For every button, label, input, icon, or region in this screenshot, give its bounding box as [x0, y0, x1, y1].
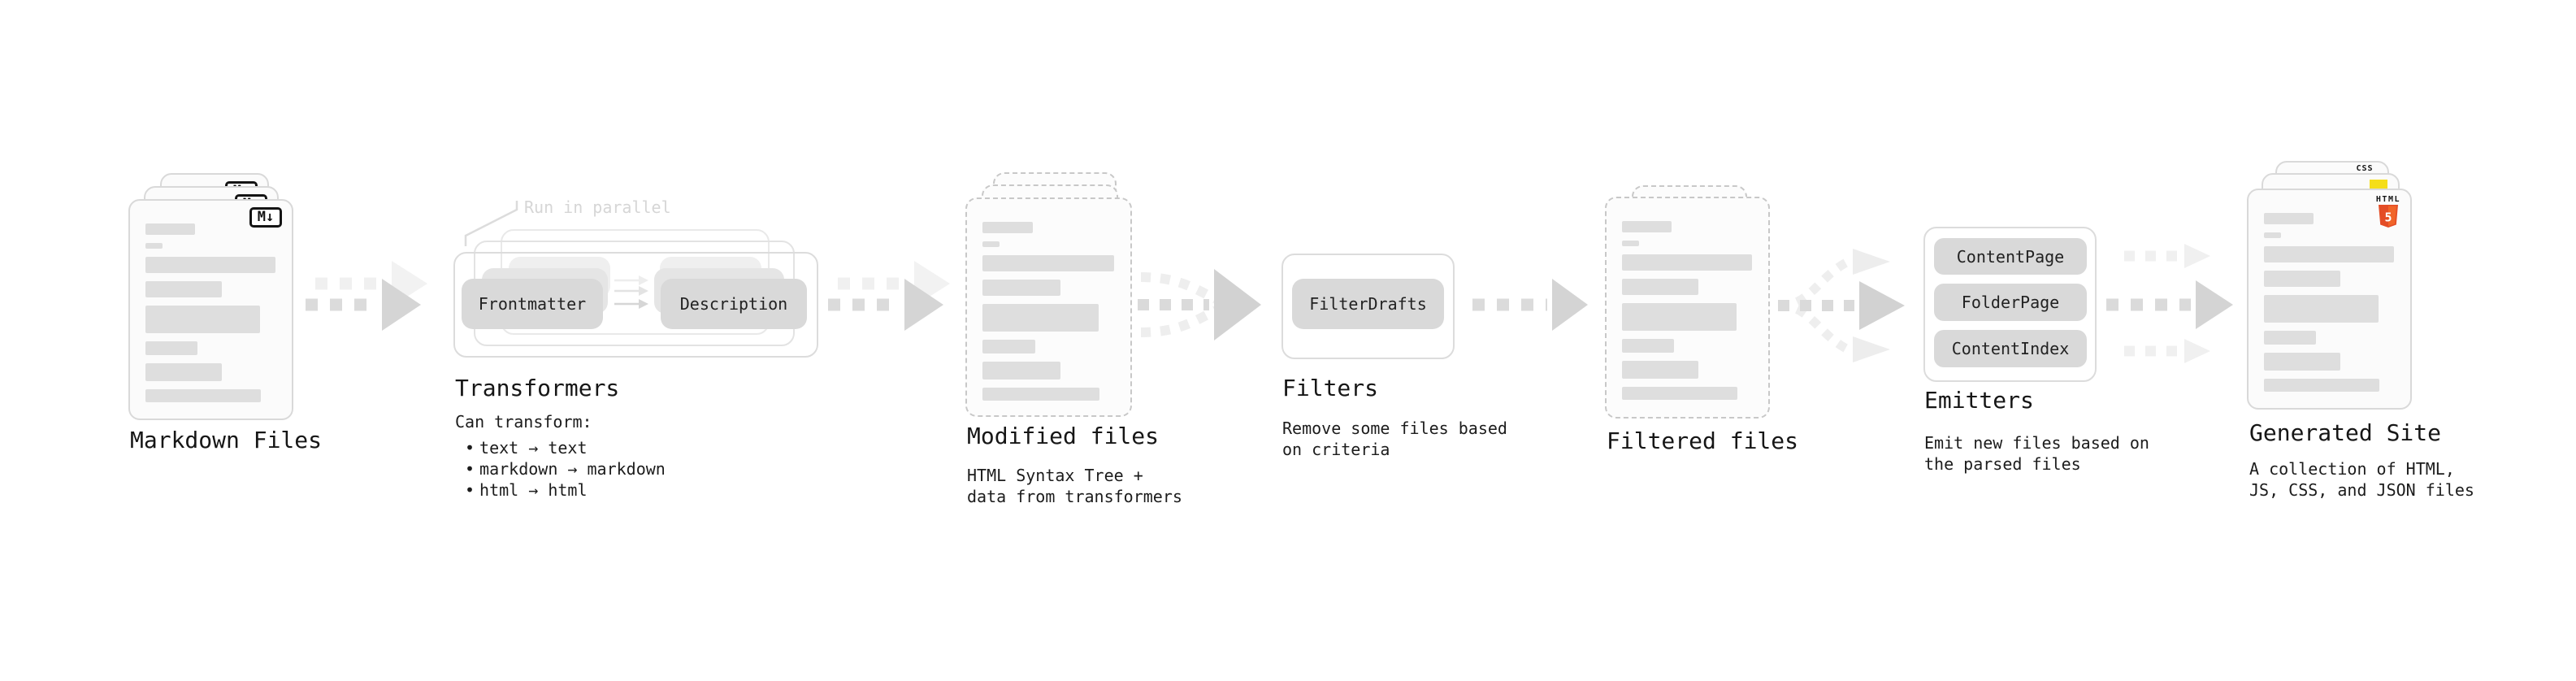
placeholder-bar [1622, 361, 1699, 379]
transformer-pill-frontmatter: Frontmatter [462, 279, 603, 329]
stage-title-filters: Filters [1282, 375, 1379, 401]
emitters-description: Emit new files based on the parsed files [1924, 433, 2149, 474]
arrow-markdown-to-transformers [306, 261, 427, 331]
modified-file-card-front [965, 197, 1132, 417]
filters-description: Remove some files based on criteria [1282, 419, 1507, 459]
placeholder-bar [145, 363, 223, 381]
placeholder-bar [2264, 295, 2379, 323]
html5-icon: HTML 5 [2376, 195, 2400, 229]
placeholder-bar [1622, 303, 1737, 331]
emitter-pill-folderpage: FolderPage [1934, 284, 2087, 321]
run-in-parallel-label: Run in parallel [524, 197, 671, 217]
filtered-files-stack [1605, 185, 1772, 421]
generated-site-stack: CSS HTML 5 [2247, 161, 2415, 411]
placeholder-bar [982, 340, 1035, 354]
filter-pill-filterdrafts: FilterDrafts [1292, 279, 1444, 329]
arrow-filters-to-filtered [1472, 279, 1588, 331]
placeholder-bar [1622, 339, 1674, 353]
file-content-placeholder [145, 223, 275, 402]
bullet-item: •html → html [465, 480, 588, 500]
emitters-box [1923, 227, 2097, 382]
generated-site-description: A collection of HTML, JS, CSS, and JSON … [2249, 459, 2474, 500]
placeholder-bar [982, 255, 1114, 271]
placeholder-bar [982, 280, 1060, 296]
placeholder-bar [982, 304, 1099, 332]
generated-file-card-html: HTML 5 [2247, 189, 2412, 410]
placeholder-bar [982, 222, 1033, 233]
file-content-placeholder [1622, 221, 1752, 400]
stage-title-emitters: Emitters [1924, 387, 2034, 414]
placeholder-bar [2264, 353, 2341, 371]
emitter-pill-contentpage: ContentPage [1934, 238, 2087, 275]
placeholder-bar [145, 281, 223, 297]
arrow-merge-modified-to-filters [1138, 269, 1261, 340]
placeholder-bar [145, 389, 262, 402]
can-transform-heading: Can transform: [455, 412, 592, 432]
modified-files-description: HTML Syntax Tree + data from transformer… [967, 466, 1182, 506]
run-in-parallel-leader-line [464, 201, 518, 246]
placeholder-bar [982, 362, 1060, 380]
emitter-pill-contentindex: ContentIndex [1934, 330, 2087, 367]
file-content-placeholder [2264, 213, 2394, 392]
placeholder-bar [2264, 213, 2314, 224]
markdown-icon: M↓ [249, 207, 282, 228]
markdown-files-stack: M↓ M↓ M↓ [128, 173, 297, 422]
stage-title-generated-site: Generated Site [2249, 419, 2442, 446]
placeholder-bar [1622, 241, 1639, 246]
placeholder-bar [145, 223, 195, 235]
placeholder-bar [1622, 387, 1738, 400]
placeholder-bar [982, 388, 1100, 401]
bullet-item: •markdown → markdown [465, 459, 666, 479]
html5-shield: 5 [2378, 205, 2398, 228]
placeholder-bar [145, 257, 275, 273]
transformer-box-front [453, 252, 818, 358]
placeholder-bar [982, 241, 1000, 247]
file-content-placeholder [982, 222, 1114, 401]
modified-files-stack [965, 172, 1135, 420]
stage-title-filtered-files: Filtered files [1607, 427, 1799, 454]
markdown-file-card-front: M↓ [128, 199, 293, 420]
stage-title-markdown-files: Markdown Files [130, 427, 323, 453]
transformers-description: Can transform: •text → text •markdown → … [455, 411, 666, 501]
placeholder-bar [2264, 246, 2394, 262]
arrow-emitters-to-generated [2106, 244, 2233, 363]
filters-box [1281, 254, 1455, 359]
pill-to-pill-arrows [614, 275, 648, 309]
placeholder-bar [2264, 379, 2380, 392]
placeholder-bar [145, 243, 163, 249]
svg-text:5: 5 [2384, 210, 2392, 225]
placeholder-bar [2264, 331, 2316, 345]
placeholder-bar [2264, 271, 2341, 287]
stage-title-transformers: Transformers [455, 375, 620, 401]
arrow-transformers-to-modified [828, 261, 950, 331]
bullet-item: •text → text [465, 438, 588, 458]
placeholder-bar [2264, 232, 2281, 238]
css-label: CSS [2356, 164, 2374, 173]
placeholder-bar [1622, 279, 1699, 295]
js-badge [2370, 180, 2387, 189]
arrow-fanout-filtered-to-emitters [1778, 249, 1905, 362]
filtered-file-card-front [1605, 197, 1770, 419]
transformer-pill-description: Description [661, 279, 807, 329]
stage-title-modified-files: Modified files [967, 423, 1160, 449]
placeholder-bar [145, 306, 260, 333]
placeholder-bar [1622, 221, 1672, 232]
placeholder-bar [145, 341, 197, 355]
placeholder-bar [1622, 254, 1752, 271]
